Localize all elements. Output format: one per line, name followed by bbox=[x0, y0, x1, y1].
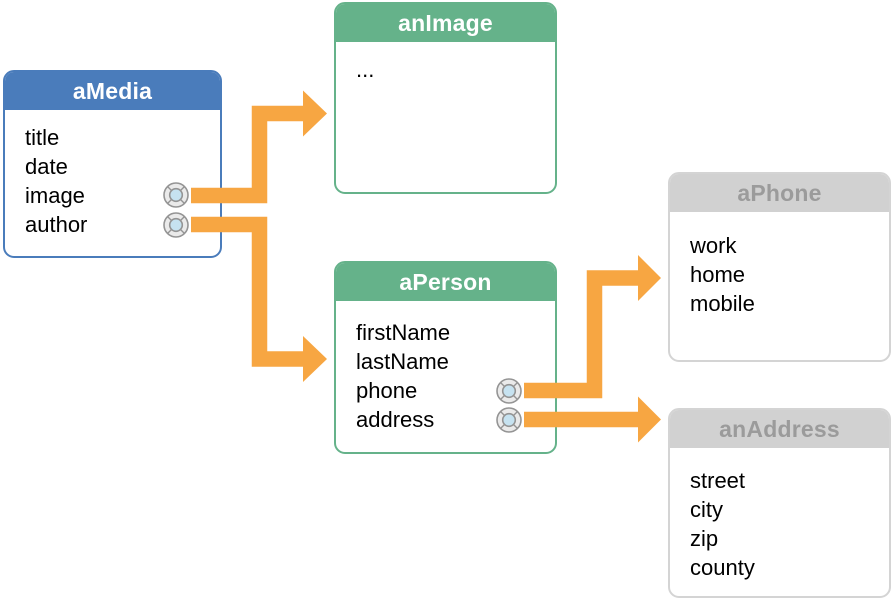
entity-aperson: aPerson firstName lastName phone address bbox=[334, 261, 557, 454]
entity-aphone-header: aPhone bbox=[670, 174, 889, 212]
field-date: date bbox=[25, 154, 68, 179]
connection-well-icon bbox=[163, 182, 189, 208]
field-city: city bbox=[690, 497, 723, 522]
entity-animage-body: ... bbox=[336, 42, 555, 84]
field-home: home bbox=[690, 262, 746, 287]
field-phone: phone bbox=[356, 378, 418, 403]
entity-amedia-body: title date image author bbox=[5, 110, 220, 239]
field-image: image bbox=[25, 183, 85, 208]
entity-anaddress: anAddress street city zip county bbox=[668, 408, 891, 598]
entity-animage-title: anImage bbox=[398, 9, 493, 36]
field-work: work bbox=[690, 233, 737, 258]
entity-amedia-title: aMedia bbox=[72, 77, 153, 104]
entity-aperson-body: firstName lastName phone address bbox=[336, 301, 555, 434]
field-county: county bbox=[690, 555, 755, 580]
entity-amedia-header: aMedia bbox=[5, 72, 220, 110]
connection-well-icon bbox=[496, 407, 522, 433]
connection-well-icon bbox=[496, 378, 522, 404]
entity-aphone-title: aPhone bbox=[737, 179, 822, 206]
entity-anaddress-body: street city zip county bbox=[670, 448, 889, 582]
entity-amedia: aMedia title date image author bbox=[3, 70, 222, 258]
field-firstname: firstName bbox=[356, 320, 451, 345]
connection-well-icon bbox=[163, 212, 189, 238]
entity-anaddress-title: anAddress bbox=[719, 415, 840, 442]
field-zip: zip bbox=[690, 526, 719, 551]
field-address: address bbox=[356, 407, 435, 432]
entity-aphone: aPhone work home mobile bbox=[668, 172, 891, 362]
field-author: author bbox=[25, 212, 88, 237]
field-title: title bbox=[25, 125, 60, 150]
field-mobile: mobile bbox=[690, 291, 755, 316]
entity-animage: anImage ... bbox=[334, 2, 557, 194]
entity-aperson-title: aPerson bbox=[399, 268, 492, 295]
field-ellipsis: ... bbox=[356, 57, 375, 82]
field-lastname: lastName bbox=[356, 349, 449, 374]
entity-animage-header: anImage bbox=[336, 4, 555, 42]
entity-anaddress-header: anAddress bbox=[670, 410, 889, 448]
field-street: street bbox=[690, 468, 746, 493]
entity-aphone-body: work home mobile bbox=[670, 212, 889, 318]
entity-aperson-header: aPerson bbox=[336, 263, 555, 301]
